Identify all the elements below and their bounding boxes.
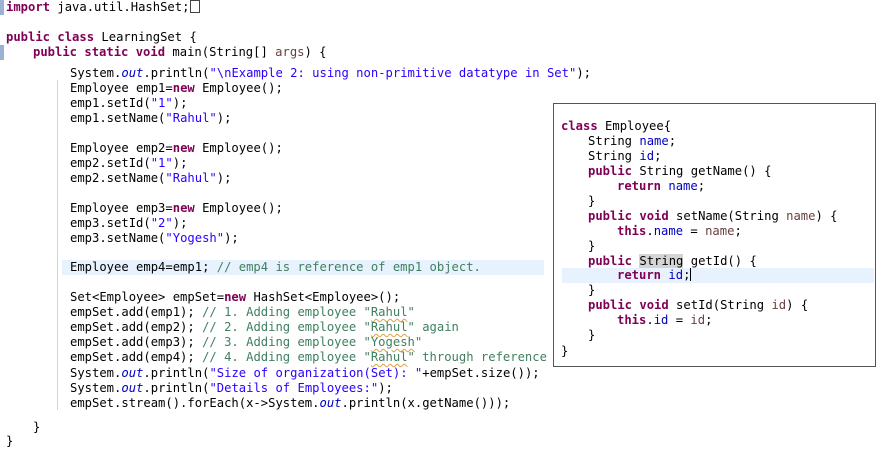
popup-line-close-getname: } xyxy=(588,194,596,208)
current-line-highlight xyxy=(62,260,544,275)
popup-line-field-name: String name; xyxy=(588,134,677,148)
code-line-emp3-setid: emp3.setId("2"); xyxy=(70,216,188,230)
gutter-fold-marker[interactable] xyxy=(0,0,4,15)
code-line-emp3-setname: emp3.setName("Yogesh"); xyxy=(70,231,239,245)
popup-line-close-setid: } xyxy=(588,328,596,342)
code-line-add2: empSet.add(emp2); // 2. Adding employee … xyxy=(70,320,459,334)
popup-line-getid-decl: public String getId() { xyxy=(588,254,757,268)
import-folding-icon[interactable] xyxy=(190,0,201,13)
code-line-close-main: } xyxy=(33,420,41,434)
code-line-emp2-new: Employee emp2=new Employee(); xyxy=(70,141,283,155)
code-line-println-size: System.out.println("Size of organization… xyxy=(70,366,540,380)
code-line-set-decl: Set<Employee> empSet=new HashSet<Employe… xyxy=(70,290,401,304)
popup-current-line-highlight xyxy=(562,268,874,283)
occurrence-indicator xyxy=(57,80,58,410)
code-line-add3: empSet.add(emp3); // 3. Adding employee … xyxy=(70,335,423,349)
code-line-close-class: } xyxy=(6,434,14,448)
code-line-emp4-ref: Employee emp4=emp1; // emp4 is reference… xyxy=(70,260,481,274)
code-line-stream: empSet.stream().forEach(x->System.out.pr… xyxy=(70,396,511,410)
popup-line-return-name: return name; xyxy=(617,179,706,193)
code-line-println-details: System.out.println("Details of Employees… xyxy=(70,381,393,395)
code-line-main-decl: public static void main(String[] args) { xyxy=(33,45,327,59)
popup-line-setid-decl: public void setId(String id) { xyxy=(588,298,809,312)
popup-line-close-class: } xyxy=(561,344,569,358)
code-line-add1: empSet.add(emp1); // 1. Adding employee … xyxy=(70,305,415,319)
popup-line-getname-decl: public String getName() { xyxy=(588,164,772,178)
popup-line-setname-decl: public void setName(String name) { xyxy=(588,209,838,223)
text-caret xyxy=(690,268,692,281)
code-line-emp1-new: Employee emp1=new Employee(); xyxy=(70,81,283,95)
popup-line-close-setname: } xyxy=(588,239,596,253)
popup-line-field-id: String id; xyxy=(588,149,662,163)
popup-line-this-id: this.id = id; xyxy=(617,313,713,327)
gutter-fold-marker[interactable] xyxy=(0,45,4,60)
code-line-println-example: System.out.println("\nExample 2: using n… xyxy=(70,66,591,80)
code-line-emp2-setid: emp2.setId("1"); xyxy=(70,156,188,170)
class-preview-popup[interactable]: class Employee{ String name; String id; … xyxy=(553,103,876,367)
selected-word[interactable]: String xyxy=(639,254,684,268)
code-line-add4: empSet.add(emp4); // 4. Adding employee … xyxy=(70,350,547,364)
code-line-import: import java.util.HashSet; xyxy=(6,0,201,15)
code-line-emp1-setid: emp1.setId("1"); xyxy=(70,96,188,110)
code-line-emp2-setname: emp2.setName("Rahul"); xyxy=(70,171,232,185)
code-line-class-decl: public class LearningSet { xyxy=(6,30,197,44)
popup-line-close-getid: } xyxy=(588,283,596,297)
code-line-emp1-setname: emp1.setName("Rahul"); xyxy=(70,111,232,125)
popup-line-return-id: return id; xyxy=(617,268,692,282)
popup-line-class-decl: class Employee{ xyxy=(561,119,672,133)
code-line-emp3-new: Employee emp3=new Employee(); xyxy=(70,201,283,215)
popup-line-this-name: this.name = name; xyxy=(617,224,742,238)
